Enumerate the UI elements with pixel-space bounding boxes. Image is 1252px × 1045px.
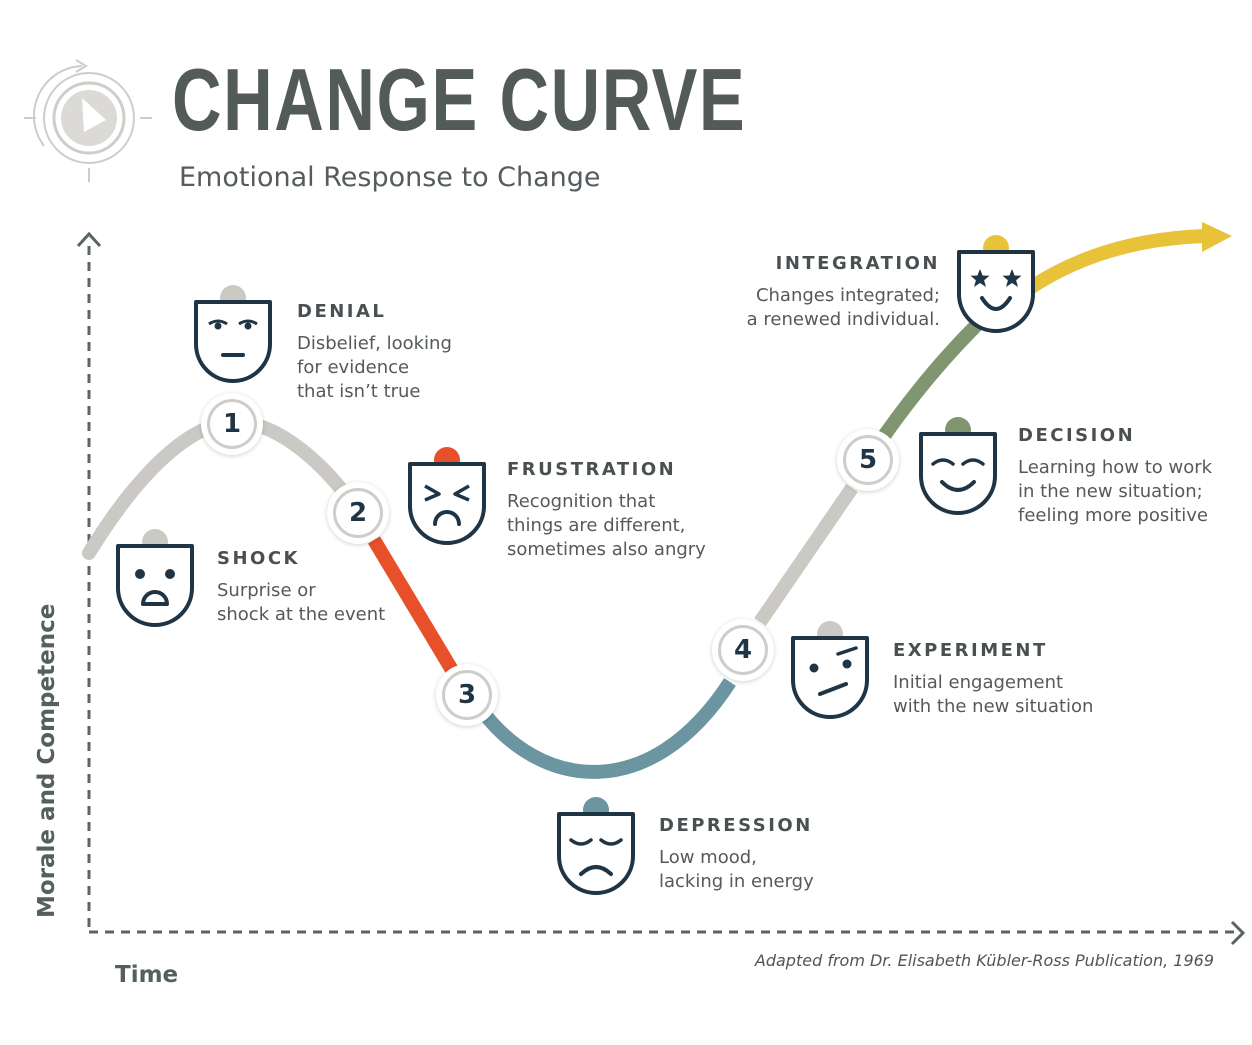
- stage-shock-title: SHOCK: [217, 548, 300, 569]
- stage-depression-title: DEPRESSION: [659, 815, 813, 836]
- curve-segment-experiment: [754, 484, 858, 626]
- stage-number-badge-2: 2: [327, 482, 389, 544]
- x-axis: [89, 920, 1246, 946]
- stage-number-5: 5: [843, 435, 893, 485]
- stage-experiment: EXPERIMENT Initial engagement with the n…: [893, 640, 1093, 719]
- stage-number-2: 2: [333, 488, 383, 538]
- angry-face-icon: [408, 447, 486, 545]
- stage-denial: DENIAL Disbelief, looking for evidence t…: [297, 301, 452, 404]
- stage-frustration: FRUSTRATION Recognition that things are …: [507, 459, 706, 562]
- stage-number-3: 3: [442, 670, 492, 720]
- stage-decision: DECISION Learning how to work in the new…: [1018, 425, 1212, 528]
- stage-number-badge-5: 5: [837, 429, 899, 491]
- curve-segment-depression: [474, 678, 736, 779]
- stage-experiment-title: EXPERIMENT: [893, 640, 1048, 661]
- stage-denial-description: Disbelief, looking for evidence that isn…: [297, 333, 452, 402]
- curve-arrowhead: [1202, 222, 1232, 252]
- stage-decision-title: DECISION: [1018, 425, 1136, 446]
- stage-number-4: 4: [718, 625, 768, 675]
- curve-segment-frustration: [367, 536, 459, 674]
- stage-integration-title: INTEGRATION: [775, 253, 940, 274]
- stage-integration-description: Changes integrated; a renewed individual…: [746, 285, 940, 330]
- stage-frustration-description: Recognition that things are different, s…: [507, 491, 706, 560]
- content-face-icon: [919, 417, 997, 515]
- page-subtitle: Emotional Response to Change: [179, 162, 601, 193]
- stage-number-badge-1: 1: [201, 393, 263, 455]
- source-citation: Adapted from Dr. Elisabeth Kübler-Ross P…: [754, 951, 1214, 970]
- stage-depression-description: Low mood, lacking in energy: [659, 847, 814, 892]
- change-cycle-logo-icon: [24, 59, 152, 182]
- stage-depression: DEPRESSION Low mood, lacking in energy: [659, 815, 814, 894]
- shocked-face-icon: [116, 529, 194, 627]
- stage-number-1: 1: [207, 399, 257, 449]
- stage-decision-description: Learning how to work in the new situatio…: [1018, 457, 1213, 526]
- page-title: CHANGE CURVE: [172, 50, 747, 149]
- y-axis-label: Morale and Competence: [34, 603, 60, 918]
- y-axis: [76, 231, 102, 932]
- stage-number-badge-3: 3: [436, 664, 498, 726]
- neutral-face-icon: [194, 285, 272, 383]
- sad-face-icon: [557, 797, 635, 895]
- stage-integration: INTEGRATION Changes integrated; a renewe…: [747, 253, 940, 332]
- stage-frustration-title: FRUSTRATION: [507, 459, 677, 480]
- star-eyes-face-icon: [957, 235, 1035, 333]
- curve-segment-integration: [1026, 229, 1207, 294]
- stage-number-badge-4: 4: [712, 619, 774, 681]
- stage-experiment-description: Initial engagement with the new situatio…: [893, 672, 1094, 717]
- stage-shock-description: Surprise or shock at the event: [217, 580, 386, 625]
- skeptical-face-icon: [791, 621, 869, 719]
- stage-denial-title: DENIAL: [297, 301, 387, 322]
- stage-shock: SHOCK Surprise or shock at the event: [217, 548, 385, 627]
- x-axis-label: Time: [115, 962, 179, 988]
